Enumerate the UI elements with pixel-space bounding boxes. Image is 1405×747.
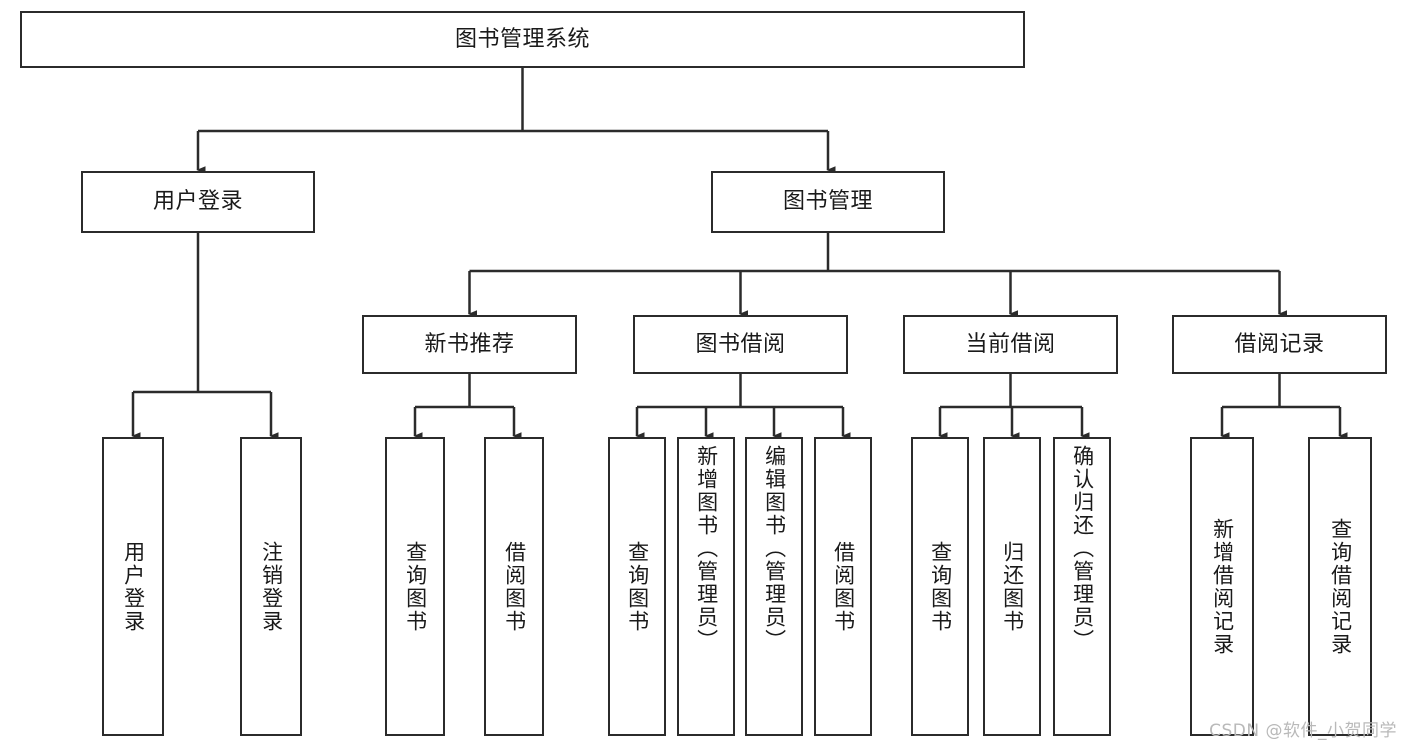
watermark: CSDN @软件_小贺同学 [1209, 721, 1397, 741]
leaf-query-record-label: 查询借阅记录 [1328, 517, 1353, 656]
leaf-user-login[interactable]: 用户登录 [102, 437, 164, 736]
leaf-confirm-return[interactable]: 确认归还（管理员） [1053, 437, 1111, 736]
leaf-query-book-rec[interactable]: 查询图书 [385, 437, 445, 736]
leaf-query-book-cur[interactable]: 查询图书 [911, 437, 969, 736]
leaf-add-record-label: 新增借阅记录 [1210, 517, 1235, 656]
node-borrow-record-label: 借阅记录 [1234, 331, 1325, 357]
leaf-logout-login[interactable]: 注销登录 [240, 437, 302, 736]
node-borrow-record[interactable]: 借阅记录 [1172, 315, 1387, 374]
leaf-borrow-book-bor[interactable]: 借阅图书 [814, 437, 872, 736]
node-user-login[interactable]: 用户登录 [81, 171, 315, 233]
leaf-user-login-label: 用户登录 [121, 540, 146, 633]
node-root[interactable]: 图书管理系统 [20, 11, 1025, 68]
leaf-edit-book[interactable]: 编辑图书（管理员） [745, 437, 803, 736]
leaf-return-book-label: 归还图书 [1000, 540, 1025, 633]
leaf-confirm-return-label: 确认归还（管理员） [1070, 445, 1095, 652]
node-current-borrow-label: 当前借阅 [965, 331, 1056, 357]
leaf-add-book-label: 新增图书（管理员） [694, 445, 719, 652]
leaf-query-book-bor[interactable]: 查询图书 [608, 437, 666, 736]
leaf-borrow-book-rec-label: 借阅图书 [502, 540, 527, 633]
leaf-borrow-book-rec[interactable]: 借阅图书 [484, 437, 544, 736]
leaf-borrow-book-bor-label: 借阅图书 [831, 540, 856, 633]
leaf-add-book[interactable]: 新增图书（管理员） [677, 437, 735, 736]
leaf-query-record[interactable]: 查询借阅记录 [1308, 437, 1372, 736]
node-user-login-label: 用户登录 [152, 189, 243, 215]
node-book-manage[interactable]: 图书管理 [711, 171, 945, 233]
node-root-label: 图书管理系统 [454, 26, 590, 52]
leaf-query-book-cur-label: 查询图书 [928, 540, 953, 633]
node-book-borrow[interactable]: 图书借阅 [633, 315, 848, 374]
leaf-query-book-rec-label: 查询图书 [403, 540, 428, 633]
leaf-query-book-bor-label: 查询图书 [625, 540, 650, 633]
node-book-manage-label: 图书管理 [782, 189, 873, 215]
node-new-book-recommend-label: 新书推荐 [424, 331, 515, 357]
leaf-return-book[interactable]: 归还图书 [983, 437, 1041, 736]
leaf-edit-book-label: 编辑图书（管理员） [762, 445, 787, 652]
node-current-borrow[interactable]: 当前借阅 [903, 315, 1118, 374]
node-new-book-recommend[interactable]: 新书推荐 [362, 315, 577, 374]
leaf-add-record[interactable]: 新增借阅记录 [1190, 437, 1254, 736]
leaf-logout-login-label: 注销登录 [259, 540, 284, 633]
node-book-borrow-label: 图书借阅 [695, 331, 786, 357]
